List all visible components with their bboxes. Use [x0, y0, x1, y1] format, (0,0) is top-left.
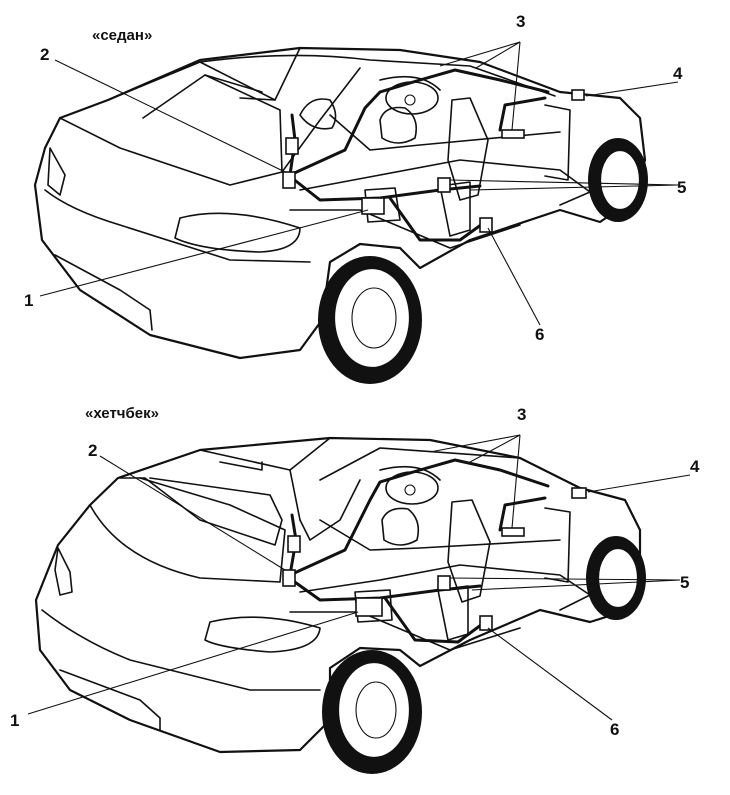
sedan-module-4 — [571, 89, 585, 101]
sedan-figure: «седан» — [24, 12, 686, 384]
hatchback-callout-3: 3 — [517, 405, 526, 424]
sedan-module-3 — [501, 129, 525, 139]
hatchback-figure: «хетчбек» — [10, 405, 700, 774]
sedan-callout-6: 6 — [535, 325, 544, 344]
sedan-title: «седан» — [92, 27, 152, 44]
sedan-module-6 — [479, 217, 493, 233]
hatchback-callout-2: 2 — [88, 441, 97, 460]
sedan-callout-3: 3 — [516, 12, 525, 31]
sedan-module-2a — [285, 137, 299, 155]
hatchback-module-2a — [287, 535, 301, 553]
sedan-callout-5: 5 — [677, 178, 686, 197]
sedan-callout-2: 2 — [40, 45, 49, 64]
hatchback-title: «хетчбек» — [85, 405, 159, 422]
hatchback-module-2b — [282, 569, 296, 587]
sedan-module-2b — [282, 171, 296, 189]
sedan-callout-1: 1 — [24, 291, 33, 310]
sedan-module-1 — [361, 197, 385, 215]
hatchback-callout-6: 6 — [610, 720, 619, 739]
hatchback-callout-5: 5 — [680, 573, 689, 592]
hatchback-module-1 — [355, 597, 383, 617]
hatchback-module-3 — [501, 527, 525, 537]
sedan-callout-4: 4 — [673, 64, 683, 83]
hatchback-module-6 — [479, 615, 493, 631]
hatchback-callout-4: 4 — [690, 457, 700, 476]
hatchback-module-4 — [571, 487, 587, 499]
sedan-module-5 — [437, 177, 451, 193]
hatchback-callout-1: 1 — [10, 711, 19, 730]
hatchback-module-5 — [437, 575, 451, 591]
sedan-body-outline — [33, 46, 647, 360]
